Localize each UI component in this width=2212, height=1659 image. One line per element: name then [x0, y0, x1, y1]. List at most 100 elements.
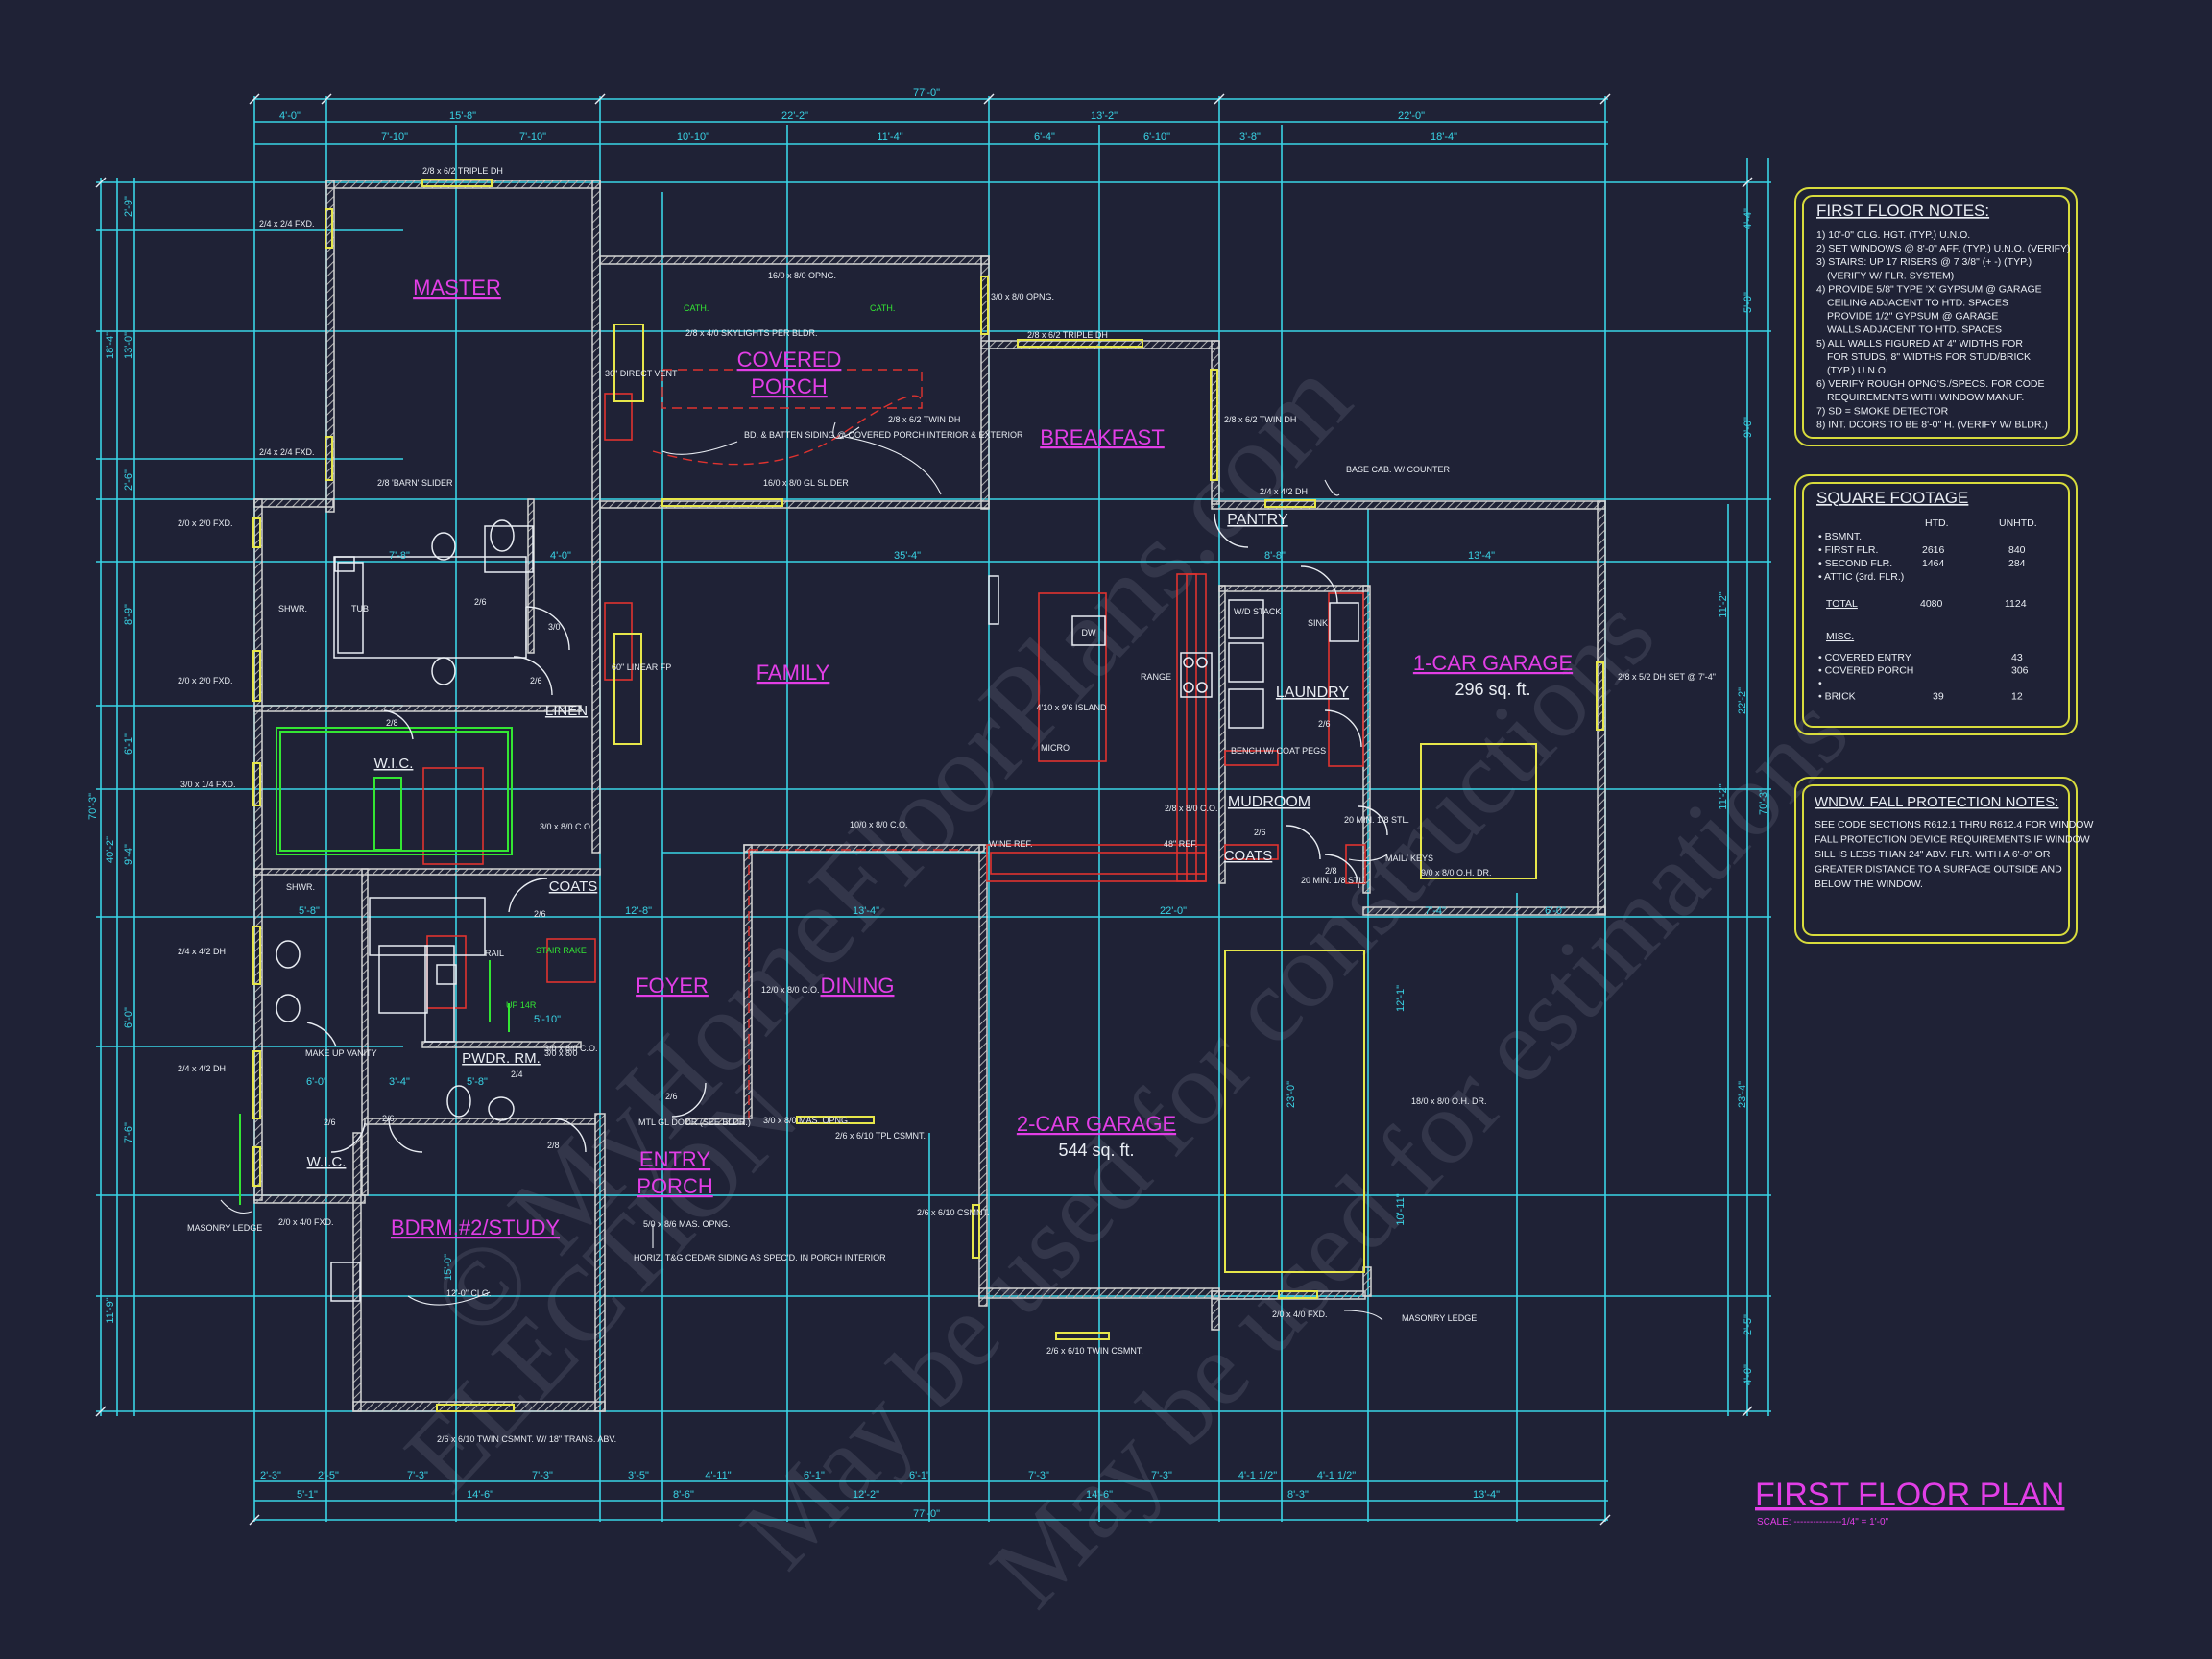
window-note-line: SILL IS LESS THAN 24" ABV. FLR. WITH A 6… [1815, 849, 2051, 860]
dim-int-6: 4'-0" [550, 550, 571, 562]
sqft-misc-value: 43 [2011, 652, 2023, 663]
dim-int-12: 5'-8" [299, 905, 320, 917]
opening-21: BASE CAB. W/ COUNTER [1346, 465, 1451, 474]
note-line: 4) PROVIDE 5/8" TYPE 'X' GYPSUM @ GARAGE [1816, 283, 2042, 295]
sqft-row-label: • SECOND FLR. [1818, 558, 1892, 569]
window-note-line: GREATER DISTANCE TO A SURFACE OUTSIDE AN… [1815, 864, 2062, 876]
walls [253, 180, 1606, 1412]
plan-title: FIRST FLOOR PLAN [1755, 1477, 2064, 1513]
note-line: 6) VERIFY ROUGH OPNG'S./SPECS. FOR CODE [1816, 378, 2045, 390]
dim-overall-top: 77'-0" [913, 87, 940, 99]
plan-scale: SCALE: ---------------1/4" = 1'-0" [1757, 1517, 1889, 1527]
room-labels: MASTER COVERED PORCH BREAKFAST FAMILY LA… [307, 276, 1574, 1239]
sqft-misc-htd: 39 [1933, 691, 1944, 703]
label-tub: TUB [351, 604, 369, 613]
dim-int-18: 10'-11" [1395, 1193, 1407, 1225]
opening-34: 3/0 x 8/0 MAS. OPNG. [763, 1116, 851, 1125]
sqft-row-unhtd: 284 [2008, 558, 2026, 569]
opening-30: 12/0 x 8/0 C.O. [761, 985, 820, 995]
first-floor-notes-panel: FIRST FLOOR NOTES: 1) 10'-0" CLG. HGT. (… [1794, 187, 2078, 446]
sqft-misc-label: • COVERED ENTRY [1818, 652, 1911, 663]
dim-top-1-2: 15'-8" [449, 110, 476, 122]
dim-bot-2-7: 13'-4" [1473, 1489, 1500, 1501]
dim-int-14: 6'-0" [306, 1076, 327, 1088]
opening-40: BENCH W/ COAT PEGS [1231, 746, 1326, 756]
dim-overall-bottom: 77'-0" [913, 1508, 940, 1520]
dim-int-11: 5'-10" [534, 1014, 561, 1025]
door-5: 2/6 [534, 909, 546, 919]
sqft-row-label: • BSMNT. [1818, 531, 1862, 542]
room-coats-1: COATS [549, 878, 598, 895]
label-range: RANGE [1141, 672, 1171, 682]
sqft-row-label: • FIRST FLR. [1818, 544, 1878, 556]
dim-right-inner-5: 11'-2" [1718, 783, 1729, 809]
door-11: 2/6 [1254, 828, 1266, 837]
door-1: 2/6 [474, 597, 487, 607]
dim-right-inner-6: 2'-5" [1743, 1314, 1754, 1335]
room-laundry: LAUNDRY [1276, 685, 1350, 701]
dim-int-9: 7'-4" [1425, 905, 1446, 917]
door-labels: 2/6 3/0 2/6 2/8 2/6 2/6 2/4 2/6 2/6 2/8 … [324, 597, 1337, 1150]
dim-bot-2-1: 5'-1" [297, 1489, 318, 1501]
opening-10: 2/0 x 4/0 FXD. [278, 1217, 334, 1227]
label-up-14r: UP 14R [506, 1000, 537, 1010]
room-1-car-garage: 1-CAR GARAGE [1413, 651, 1573, 675]
cabinets [422, 393, 1366, 1009]
room-breakfast: BREAKFAST [1040, 425, 1165, 449]
opening-27: 2/6 x 6/10 TPL CSMNT. [835, 1131, 926, 1141]
opening-9: 2/4 x 4/2 DH [178, 1064, 226, 1073]
dim-top-2-7: 3'-8" [1239, 132, 1261, 143]
leader-lines [220, 421, 1388, 1321]
dim-int-2: 13'-4" [1468, 550, 1495, 562]
opening-37: MTL GL DOOR (SEE BLDR.) [638, 1118, 751, 1127]
door-8: 2/6 [382, 1114, 395, 1123]
opening-3: 2/4 x 2/4 FXD. [259, 447, 315, 457]
room-pwdr: PWDR. RM. [462, 1050, 541, 1067]
dim-top-2-6: 6'-10" [1143, 132, 1170, 143]
label-sink: SINK [1308, 618, 1328, 628]
dim-bot-1-3: 7'-3" [407, 1470, 428, 1481]
room-entry-porch-line1: ENTRY [639, 1147, 710, 1171]
dim-int-8: 8'-8" [1264, 550, 1286, 562]
dim-bot-1-8: 6'-1" [909, 1470, 930, 1481]
sqft-row-label: • ATTIC (3rd. FLR.) [1818, 571, 1904, 583]
dim-right-outer-1: 70'-3" [1758, 788, 1769, 815]
dim-int-4: 13'-4" [853, 905, 879, 917]
opening-11: 2/6 x 6/10 TWIN CSMNT. W/ 18" TRANS. ABV… [437, 1434, 616, 1444]
dim-right-inner-1: 4'-4" [1743, 208, 1754, 229]
dim-bot-2-5: 14'-6" [1086, 1489, 1113, 1501]
sqft-misc-label: • [1818, 678, 1822, 689]
opening-17: 2/8 x 6/2 TRIPLE DH [1027, 330, 1108, 340]
room-dining: DINING [821, 974, 895, 998]
dim-top-2-1: 7'-10" [381, 132, 408, 143]
room-2-car-garage-area: 544 sq. ft. [1058, 1141, 1134, 1160]
room-1-car-garage-area: 296 sq. ft. [1455, 680, 1530, 699]
dim-right-inner-4: 11'-2" [1718, 591, 1729, 617]
note-line: (TYP.) U.N.O. [1827, 365, 1888, 376]
door-6: 2/6 [324, 1118, 336, 1127]
garage-door-2 [1224, 950, 1365, 1273]
square-footage-panel: SQUARE FOOTAGE HTD. UNHTD. • BSMNT.• FIR… [1794, 474, 2078, 735]
dim-int-10: 6'-0" [1545, 905, 1566, 917]
room-entry-porch-line2: PORCH [637, 1174, 712, 1198]
note-line: REQUIREMENTS WITH WINDOW MANUF. [1827, 392, 2024, 403]
opening-46: 36" DIRECT VENT [605, 369, 678, 378]
dim-bot-2-2: 14'-6" [467, 1489, 493, 1501]
room-coats-2: COATS [1224, 848, 1273, 864]
door-2: 3/0 [548, 622, 561, 632]
opening-49: CATH. [870, 303, 895, 313]
sqft-misc-label: • BRICK [1818, 691, 1856, 703]
dim-bot-1-11: 4'-1 1/2" [1238, 1470, 1277, 1481]
notes-title: FIRST FLOOR NOTES: [1816, 202, 1989, 220]
note-line: 1) 10'-0" CLG. HGT. (TYP.) U.N.O. [1816, 229, 1970, 241]
label-stair-rake: STAIR RAKE [536, 946, 587, 955]
dim-right-outer-3: 23'-4" [1737, 1081, 1748, 1108]
room-covered-porch-line2: PORCH [751, 374, 827, 398]
dim-left-inner-2: 13'-0" [123, 332, 134, 359]
door-13: 2/6 [1318, 719, 1331, 729]
dim-int-1: 35'-4" [894, 550, 921, 562]
note-line: CEILING ADJACENT TO HTD. SPACES [1827, 298, 2008, 309]
room-bdrm2-study: BDRM.#2/STUDY [391, 1215, 560, 1239]
label-shwr-2: SHWR. [286, 882, 315, 892]
opening-48: CATH. [684, 303, 709, 313]
